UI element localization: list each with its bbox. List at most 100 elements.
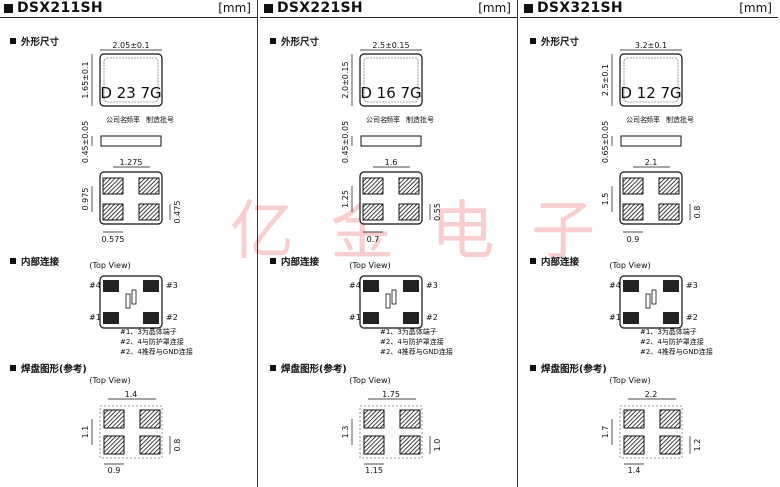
note-line: #2、4推荐与GND连接 — [640, 348, 713, 356]
pitch-y-dimension: 1.25 — [341, 190, 350, 208]
note-line: #1、3为晶体端子 — [380, 328, 437, 336]
crystal-b — [131, 289, 137, 305]
connection-notes: #1、3为晶体端子 #2、4与防护罩连接 #2、4推荐与GND连接 — [380, 327, 453, 357]
crystal-a — [385, 293, 391, 309]
top-view-label: (Top View) — [349, 261, 390, 270]
top-view-package: 3.2±0.1D 12 7G2.5±0.1公司名频率制造批号0.65±0.05 — [601, 41, 694, 163]
header-bullet — [4, 4, 13, 13]
land-outline — [619, 405, 683, 459]
header-bullet — [264, 4, 273, 13]
side-view — [100, 135, 162, 147]
land-pad-1 — [623, 409, 645, 429]
pad-pattern: (Top View)1.41.10.80.9 — [81, 376, 182, 475]
top-view-label-2: (Top View) — [349, 376, 390, 385]
land-height-dimension: 1.3 — [341, 426, 350, 439]
thickness-dimension: 0.65±0.05 — [601, 121, 610, 163]
top-view-label-2: (Top View) — [609, 376, 650, 385]
label-lot: 制造批号 — [666, 115, 694, 124]
unit-label: [mm] — [739, 1, 772, 15]
pitch-x-dimension: 2.1 — [645, 158, 658, 167]
internal-connection: (Top View)#4#3#1#2 — [349, 261, 438, 329]
pad-width-dimension: 0.9 — [627, 235, 640, 244]
land-width-dimension: 1.4 — [125, 390, 138, 399]
label-frequency: 频率 — [386, 115, 400, 124]
pad-2 — [658, 177, 680, 195]
bottom-view: 2.11.50.80.9 — [601, 158, 702, 244]
top-view-label: (Top View) — [89, 261, 130, 270]
spec-column-dsx211sh: DSX211SH [mm] 外形尺寸 内部连接 焊盘图形(参考) #1、3为晶体… — [0, 0, 258, 487]
land-pad-3 — [623, 435, 645, 455]
top-view-label-2: (Top View) — [89, 376, 130, 385]
pin-label-4: #4 — [89, 281, 101, 290]
label-lot: 制造批号 — [146, 115, 174, 124]
conn-pad-4 — [363, 280, 379, 292]
pad-2 — [138, 177, 160, 195]
crystal-b — [651, 289, 657, 305]
pad-3 — [362, 203, 384, 221]
pin-label-1: #1 — [89, 313, 101, 322]
label-frequency: 频率 — [646, 115, 660, 124]
drawing-canvas: 2.5±0.15D 16 7G2.0±0.15公司名频率制造批号0.45±0.0… — [341, 41, 442, 475]
pad-4 — [658, 203, 680, 221]
pin-label-3: #3 — [686, 281, 698, 290]
pad-height-dimension: 0.55 — [433, 203, 442, 221]
pad-4 — [138, 203, 160, 221]
land-pad-4 — [399, 435, 421, 455]
land-pad-4 — [659, 435, 681, 455]
package-body — [619, 53, 683, 107]
pin-label-4: #4 — [609, 281, 621, 290]
land-pad-4 — [139, 435, 161, 455]
connection-notes: #1、3为晶体端子 #2、4与防护罩连接 #2、4推荐与GND连接 — [120, 327, 193, 357]
section-connection-title: 内部连接 — [10, 254, 59, 268]
thickness-dimension: 0.45±0.05 — [341, 121, 350, 163]
internal-connection: (Top View)#4#3#1#2 — [609, 261, 698, 329]
pad-height-dimension: 0.475 — [173, 201, 182, 224]
note-line: #2、4推荐与GND连接 — [120, 348, 193, 356]
land-height-dimension: 1.1 — [81, 426, 90, 439]
land-pad-height-dimension: 1.0 — [433, 439, 442, 452]
label-company: 公司名 — [106, 115, 127, 124]
width-dimension: 3.2±0.1 — [635, 41, 667, 50]
note-line: #2、4与防护罩连接 — [380, 338, 444, 346]
model-title: DSX221SH — [277, 0, 363, 16]
top-view-package: 2.05±0.1D 23 7G1.65±0.1公司名频率制造批号0.45±0.0… — [81, 41, 174, 163]
package-lid — [623, 57, 679, 103]
section-pad-title: 焊盘图形(参考) — [270, 361, 347, 375]
land-pad-2 — [399, 409, 421, 429]
land-outline — [99, 405, 163, 459]
section-pad-title: 焊盘图形(参考) — [10, 361, 87, 375]
height-dimension: 1.65±0.1 — [81, 61, 90, 98]
pin-label-2: #2 — [166, 313, 178, 322]
pitch-x-dimension: 1.6 — [385, 158, 398, 167]
pin-label-3: #3 — [426, 281, 438, 290]
note-line: #2、4与防护罩连接 — [640, 338, 704, 346]
pad-3 — [622, 203, 644, 221]
pad-pattern: (Top View)2.21.71.21.4 — [601, 376, 702, 475]
section-outline-title: 外形尺寸 — [530, 34, 579, 48]
conn-pad-2 — [403, 312, 419, 324]
drawing-canvas: 2.05±0.1D 23 7G1.65±0.1公司名频率制造批号0.45±0.0… — [81, 41, 182, 475]
note-line: #1、3为晶体端子 — [640, 328, 697, 336]
top-view-label: (Top View) — [609, 261, 650, 270]
spec-column-dsx321sh: DSX321SH [mm] 外形尺寸 内部连接 焊盘图形(参考) #1、3为晶体… — [520, 0, 778, 487]
land-pad-2 — [139, 409, 161, 429]
package-body — [359, 53, 423, 107]
land-pad-3 — [363, 435, 385, 455]
note-line: #1、3为晶体端子 — [120, 328, 177, 336]
land-height-dimension: 1.7 — [601, 426, 610, 439]
pad-width-dimension: 0.575 — [102, 235, 125, 244]
model-title: DSX321SH — [537, 0, 623, 16]
note-line: #2、4与防护罩连接 — [120, 338, 184, 346]
pad-pattern: (Top View)1.751.31.01.15 — [341, 376, 442, 475]
conn-pad-4 — [103, 280, 119, 292]
pitch-y-dimension: 0.975 — [81, 188, 90, 211]
side-view — [620, 135, 682, 147]
crystal-a — [125, 293, 131, 309]
pin-label-1: #1 — [609, 313, 621, 322]
label-frequency: 频率 — [126, 115, 140, 124]
section-outline-title: 外形尺寸 — [10, 34, 59, 48]
conn-pad-3 — [403, 280, 419, 292]
pin-label-1: #1 — [349, 313, 361, 322]
